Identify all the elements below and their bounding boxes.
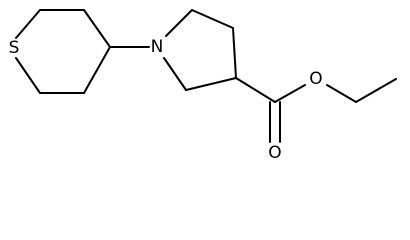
atom-label-sulfur: S (9, 38, 20, 58)
bond-c4-c5 (83, 46, 111, 94)
bond-c3-c4 (232, 27, 237, 79)
bond-ch2-ch3 (355, 78, 397, 103)
ester-group (235, 77, 397, 143)
bond-c4-c5 (185, 77, 237, 91)
bond-c5-n (163, 57, 187, 91)
bond-carbonyl-o-single (274, 84, 306, 103)
bond-c3-c4 (83, 9, 111, 48)
bond-n-c2 (165, 9, 193, 37)
pyrrolidine-ring (163, 9, 237, 91)
atom-label-ester-oxygen: O (309, 69, 322, 89)
bond-s-c2 (15, 9, 41, 39)
atom-label-nitrogen: N (151, 37, 164, 57)
bond-c2-c3 (191, 9, 234, 29)
atom-label-carbonyl-oxygen: O (268, 143, 281, 163)
bond-c6-s (15, 57, 41, 94)
bond-ring-carbonyl (235, 77, 276, 103)
thiane-ring (15, 9, 111, 94)
chemical-structure-diagram: S N O O (9, 9, 397, 163)
bond-o-ch2 (326, 84, 357, 103)
